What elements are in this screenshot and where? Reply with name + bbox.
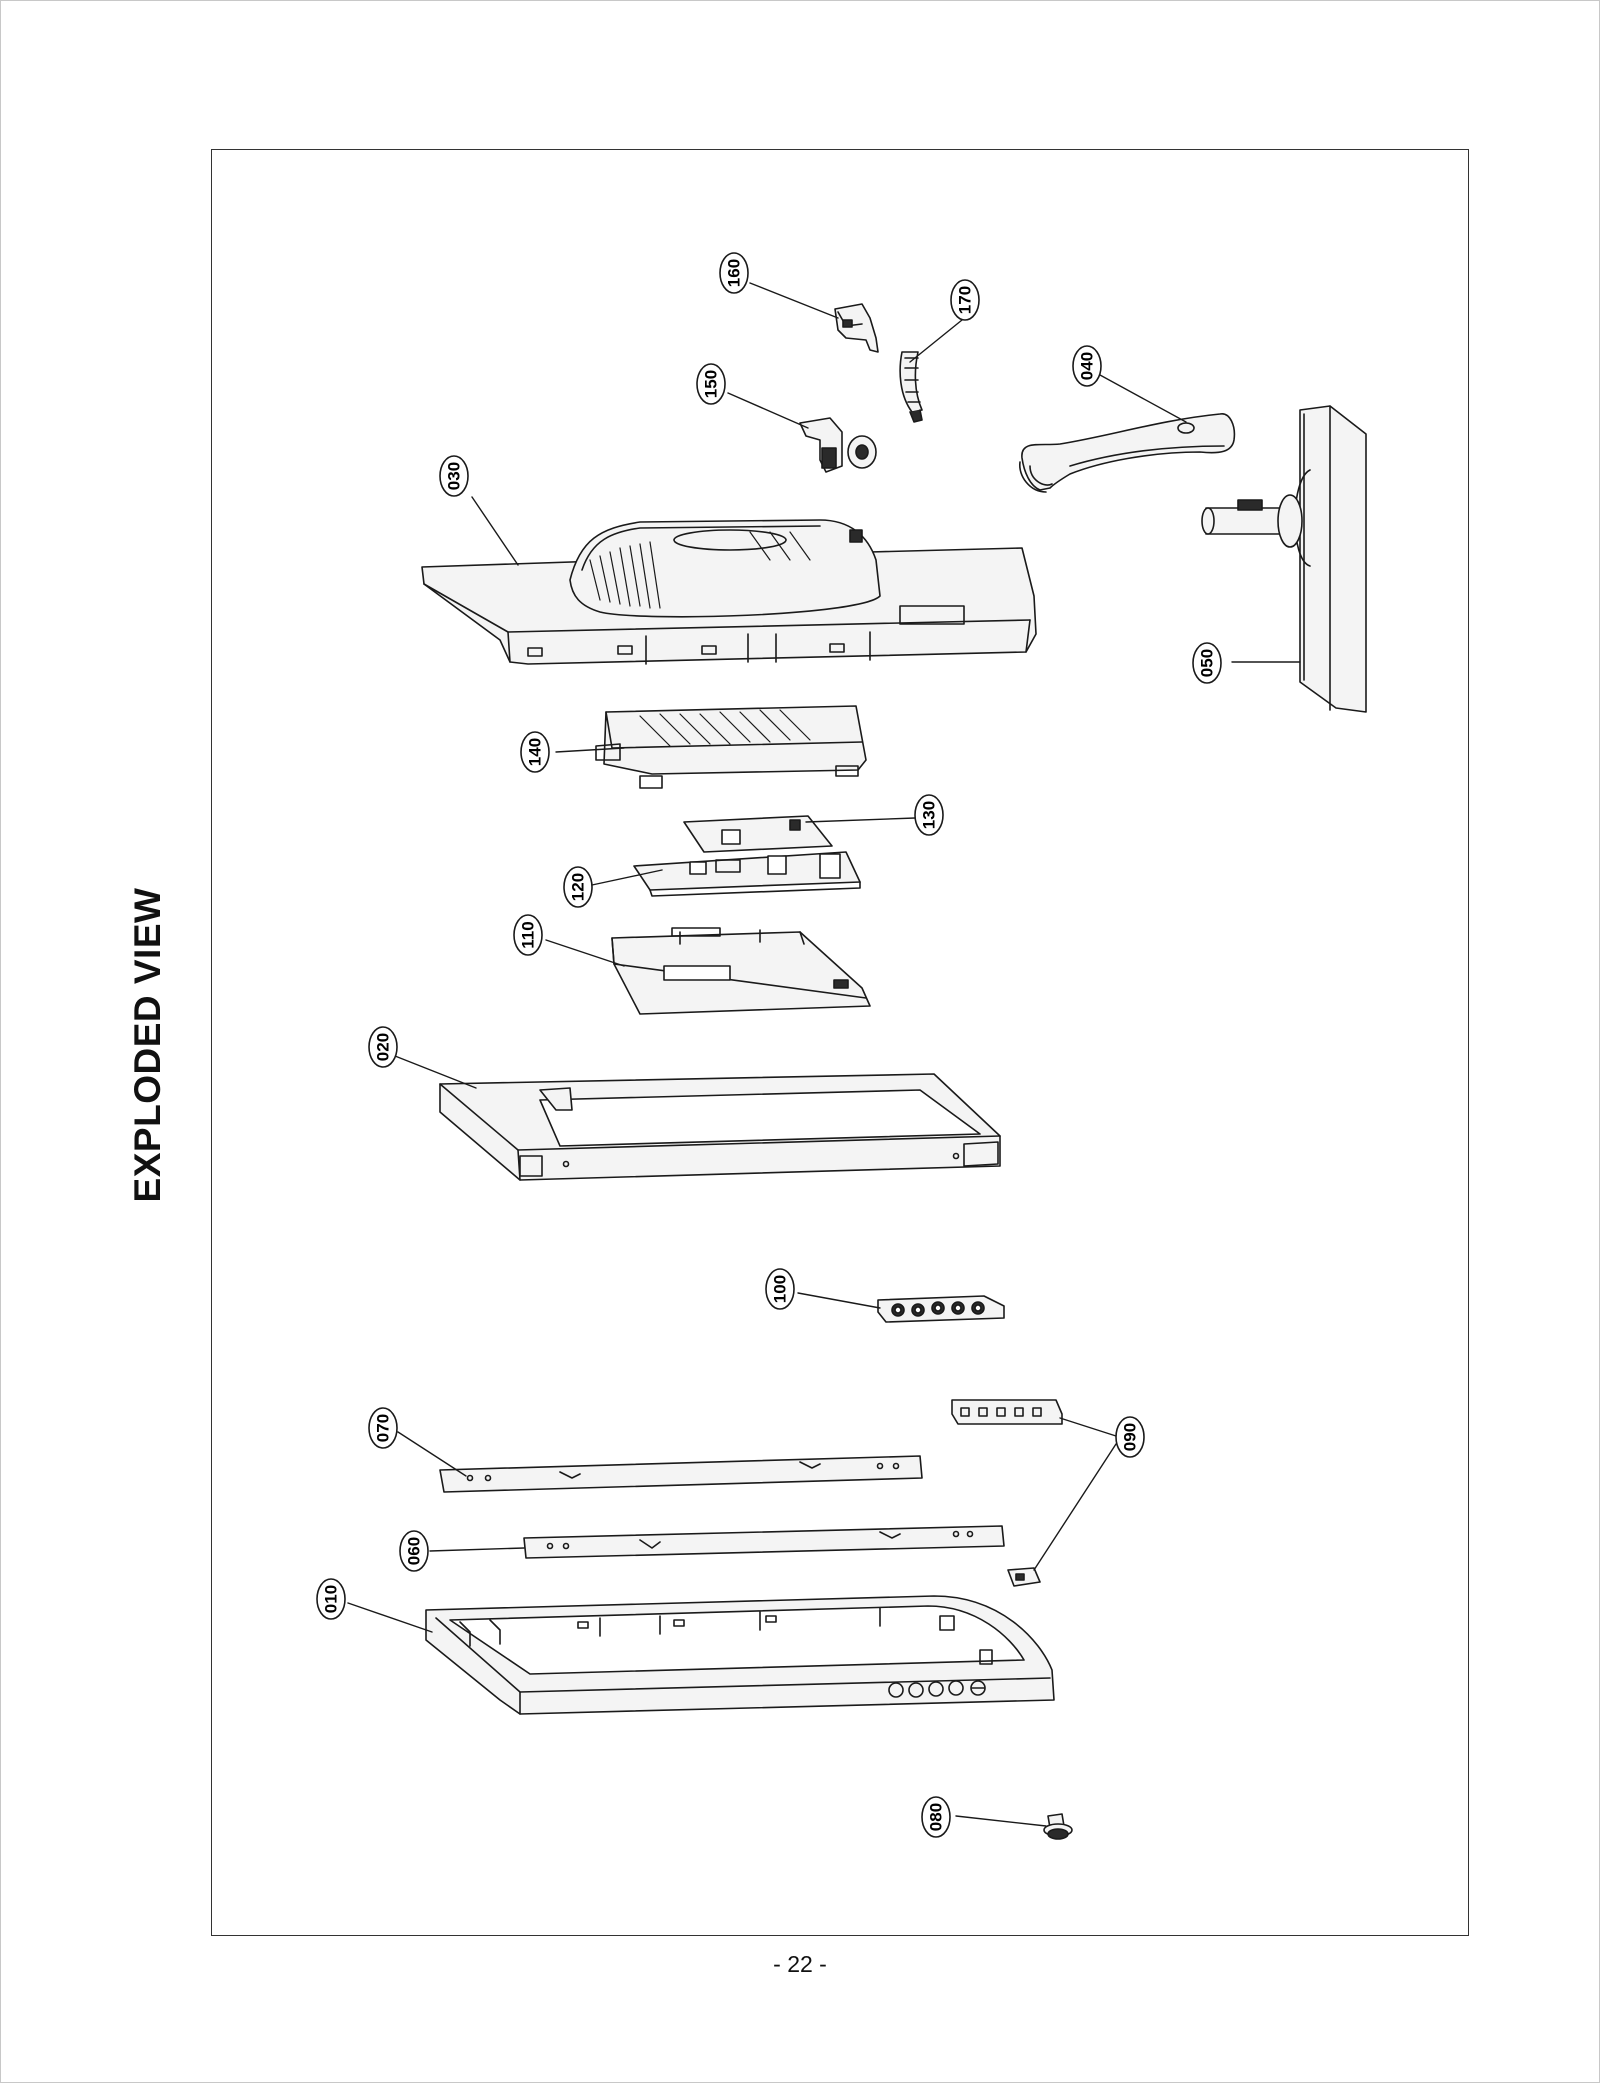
part-110-chassis: [611, 927, 871, 1015]
part-130-board: [683, 815, 833, 853]
callout-070: 070: [368, 1407, 398, 1449]
callout-070-label: 070: [374, 1414, 393, 1442]
part-010-front-bezel: [425, 1595, 1055, 1715]
part-070-rail: [439, 1455, 923, 1493]
part-080-screw: [1043, 1813, 1073, 1840]
callout-020: 020: [368, 1026, 398, 1068]
part-150-connector: [799, 417, 877, 473]
callout-080-label: 080: [927, 1803, 946, 1831]
callout-100-label: 100: [771, 1275, 790, 1303]
callout-010-label: 010: [322, 1585, 341, 1613]
callout-090: 090: [1115, 1416, 1145, 1458]
part-050-stand-base: [1201, 405, 1367, 713]
callout-150-label: 150: [702, 370, 721, 398]
part-100-control-board: [877, 1295, 1005, 1323]
callout-040-label: 040: [1078, 352, 1097, 380]
part-160-bracket: [834, 303, 879, 353]
callout-090-label: 090: [1121, 1423, 1140, 1451]
callout-120-label: 120: [569, 873, 588, 901]
callout-120: 120: [563, 866, 593, 908]
diagram-border: [211, 149, 1469, 1936]
callout-150: 150: [696, 363, 726, 405]
callout-140-label: 140: [526, 738, 545, 766]
callout-030-label: 030: [445, 462, 464, 490]
callout-160-label: 160: [725, 259, 744, 287]
callout-170: 170: [950, 279, 980, 321]
callout-030: 030: [439, 455, 469, 497]
page-number: - 22 -: [773, 1951, 827, 1977]
callout-160: 160: [719, 252, 749, 294]
callout-140: 140: [520, 731, 550, 773]
callout-060-label: 060: [405, 1537, 424, 1565]
callout-110-label: 110: [519, 921, 538, 948]
callout-130: 130: [914, 794, 944, 836]
part-040-stand-arm: [1019, 413, 1236, 493]
callout-170-label: 170: [956, 286, 975, 314]
callout-050: 050: [1192, 642, 1222, 684]
callout-100: 100: [765, 1268, 795, 1310]
callout-080: 080: [921, 1796, 951, 1838]
callout-010: 010: [316, 1578, 346, 1620]
part-060-rail: [523, 1525, 1005, 1559]
callout-050-label: 050: [1198, 649, 1217, 677]
part-170-cable: [899, 351, 923, 423]
callout-020-label: 020: [374, 1033, 393, 1061]
part-140-shield: [595, 705, 867, 789]
callout-130-label: 130: [920, 801, 939, 829]
part-030-back-cover: [421, 519, 1037, 665]
leader-lines: [347, 282, 1301, 1827]
part-090-button-strip: [951, 1399, 1063, 1587]
part-020-lcd-panel: [439, 1073, 1001, 1181]
callout-110: 110: [513, 914, 543, 956]
part-120-main-board: [633, 851, 861, 897]
callout-060: 060: [399, 1530, 429, 1572]
callout-040: 040: [1072, 345, 1102, 387]
